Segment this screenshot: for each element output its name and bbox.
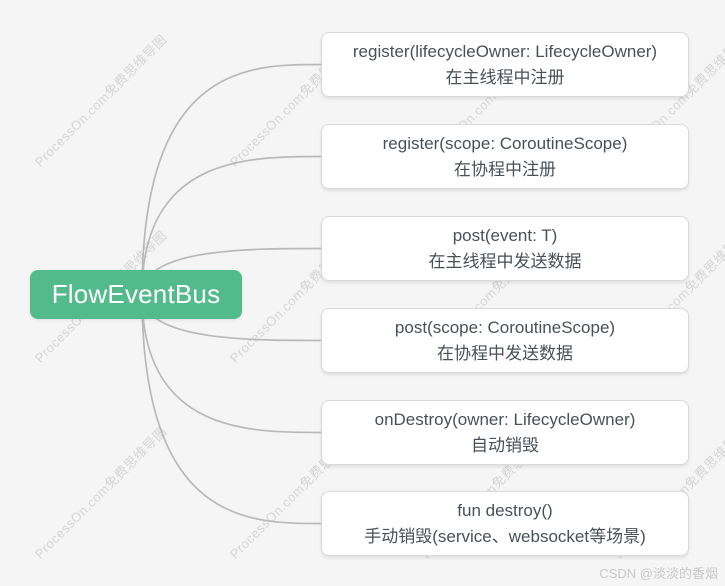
node-description: 在协程中注册 [454,159,556,179]
mindmap-node: onDestroy(owner: LifecycleOwner) 自动销毁 [321,400,689,465]
root-node-floweventbus: FlowEventBus [30,270,242,319]
node-signature: onDestroy(owner: LifecycleOwner) [374,409,636,429]
mindmap-node: register(scope: CoroutineScope) 在协程中注册 [321,124,689,189]
mindmap-edge [141,63,322,295]
node-signature: post(scope: CoroutineScope) [394,317,616,337]
node-signature: fun destroy() [457,500,553,520]
node-description: 手动销毁(service、websocket等场景) [364,526,646,546]
node-description: 在主线程中注册 [445,67,565,87]
mindmap-node: post(event: T) 在主线程中发送数据 [321,216,689,281]
mindmap-edge [141,155,322,295]
node-signature: register(scope: CoroutineScope) [382,133,628,153]
node-signature: register(lifecycleOwner: LifecycleOwner) [352,41,658,61]
csdn-attribution: CSDN @淡淡的香烟 [599,566,718,581]
root-node-label: FlowEventBus [51,279,221,309]
mindmap-node: register(lifecycleOwner: LifecycleOwner)… [321,32,689,97]
node-description: 在主线程中发送数据 [428,251,582,271]
mindmap-edge [141,293,322,525]
mindmap-edge [141,293,322,434]
mindmap-node: fun destroy() 手动销毁(service、websocket等场景) [321,491,689,556]
node-signature: post(event: T) [452,225,558,245]
mindmap-node: post(scope: CoroutineScope) 在协程中发送数据 [321,308,689,373]
node-description: 自动销毁 [471,435,539,455]
node-description: 在协程中发送数据 [437,343,573,363]
